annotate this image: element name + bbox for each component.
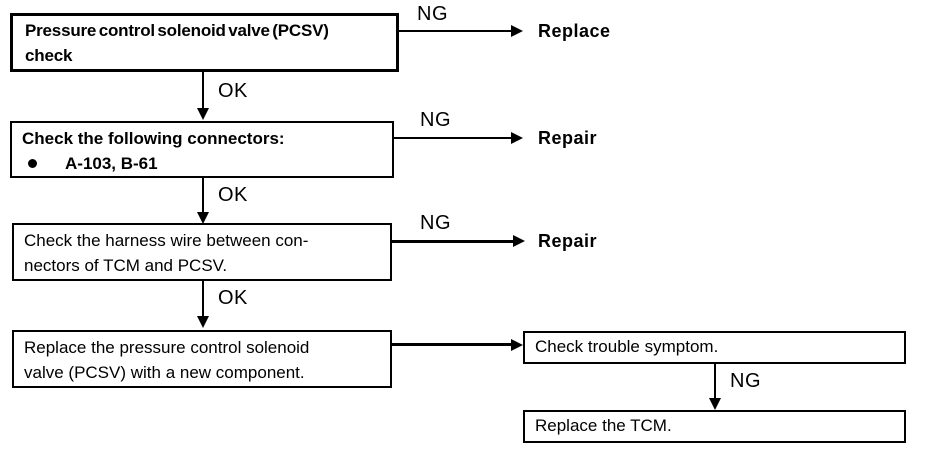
arrow-down-icon (197, 108, 209, 120)
flowchart-box-connectors: Check the following connectors: A-103, B… (10, 121, 394, 178)
box-text-line: check (25, 45, 73, 65)
arrow-down-icon (197, 212, 209, 224)
arrow-right-icon (511, 339, 523, 351)
arrow-right-icon (513, 235, 525, 247)
arrow-right-icon (511, 132, 523, 144)
arrow-down-icon (197, 316, 209, 328)
outcome-replace: Replace (538, 21, 611, 41)
bullet-row: A-103, B-61 (22, 152, 382, 177)
outcome-repair: Repair (538, 231, 598, 251)
box-text-line: Replace the TCM. (535, 416, 672, 435)
flowchart-box-harness: Check the harness wire between con- nect… (12, 223, 392, 281)
next-step-connector-line (392, 343, 511, 346)
ng-connector-line (394, 137, 511, 139)
outcome-repair: Repair (538, 128, 598, 148)
flowchart-box-replace-pcsv: Replace the pressure control solenoid va… (12, 330, 392, 388)
flowchart-box-trouble-symptom: Check trouble symptom. (523, 331, 906, 364)
ok-label: OK (218, 287, 248, 309)
ng-connector-line (392, 240, 513, 243)
bullet-icon (28, 159, 37, 169)
ng-label: NG (420, 109, 451, 131)
box-text-line: Pressure control solenoid valve (PCSV) (25, 21, 329, 40)
box-text-line: Replace the pressure control solenoid (24, 338, 310, 357)
arrow-down-icon (709, 398, 721, 410)
ok-connector-line (202, 281, 204, 318)
flowchart-box-replace-tcm: Replace the TCM. (523, 410, 906, 443)
arrow-right-icon (511, 25, 523, 37)
box-text-line: valve (PCSV) with a new component. (24, 362, 305, 382)
box-text-line: nectors of TCM and PCSV. (24, 255, 228, 275)
bullet-item-text: A-103, B-61 (65, 153, 158, 173)
flowchart-box-pcsv-check: Pressure control solenoid valve (PCSV) c… (10, 13, 399, 72)
ng-connector-line (399, 30, 511, 32)
ok-connector-line (202, 72, 204, 110)
ng-label: NG (420, 212, 451, 234)
ng-connector-line (714, 364, 716, 400)
ok-label: OK (218, 184, 248, 206)
ok-connector-line (202, 178, 204, 214)
box-text-line: Check the following connectors: (22, 129, 285, 148)
ok-label: OK (218, 80, 248, 102)
box-text-line: Check the harness wire between con- (24, 231, 309, 250)
ng-label: NG (730, 370, 761, 392)
box-text-line: Check trouble symptom. (535, 337, 719, 356)
ng-label: NG (417, 3, 448, 25)
